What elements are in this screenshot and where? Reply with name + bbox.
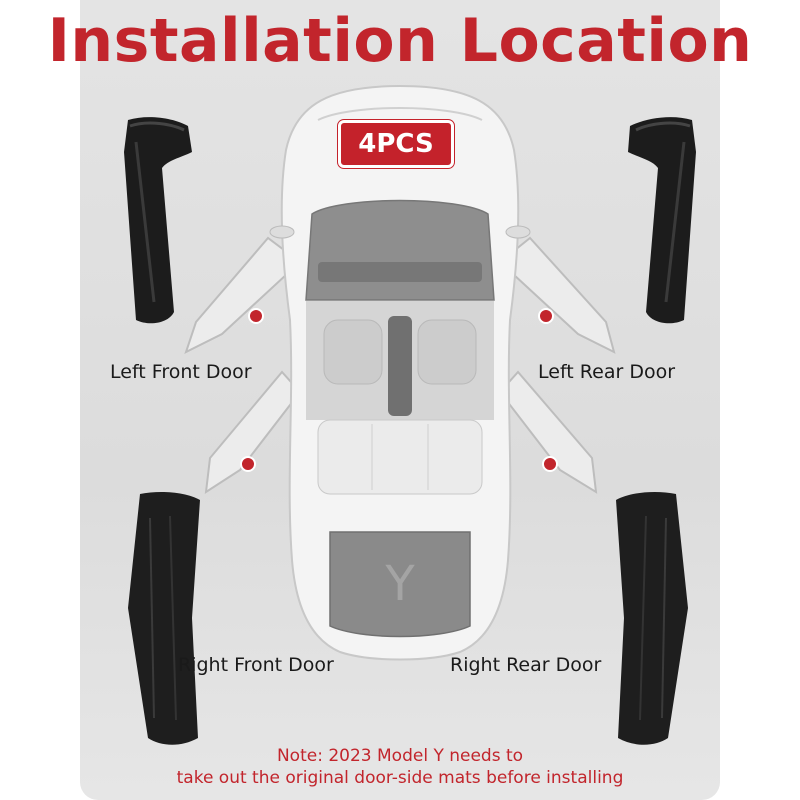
left-front-dot [248, 308, 264, 324]
page-title: Installation Location [47, 6, 753, 76]
rear-right-door [498, 370, 598, 494]
note-line-2: take out the original door-side mats bef… [176, 768, 624, 788]
rear-left-door [204, 370, 302, 494]
label-right-front-door: Right Front Door [178, 654, 334, 676]
note-line-1: Note: 2023 Model Y needs to [276, 746, 524, 766]
car-emblem: Y [384, 556, 415, 612]
front-left-door [184, 236, 302, 354]
label-left-front-door: Left Front Door [110, 361, 252, 383]
front-right-door [498, 236, 616, 354]
quantity-badge: 4PCS [338, 120, 454, 168]
right-rear-dot [542, 456, 558, 472]
right-front-mat [128, 492, 200, 745]
right-front-dot [240, 456, 256, 472]
right-rear-mat [616, 492, 688, 745]
left-rear-mat [628, 117, 696, 324]
label-right-rear-door: Right Rear Door [450, 654, 602, 676]
label-left-rear-door: Left Rear Door [538, 361, 676, 383]
left-front-mat [124, 117, 192, 324]
left-rear-dot [538, 308, 554, 324]
